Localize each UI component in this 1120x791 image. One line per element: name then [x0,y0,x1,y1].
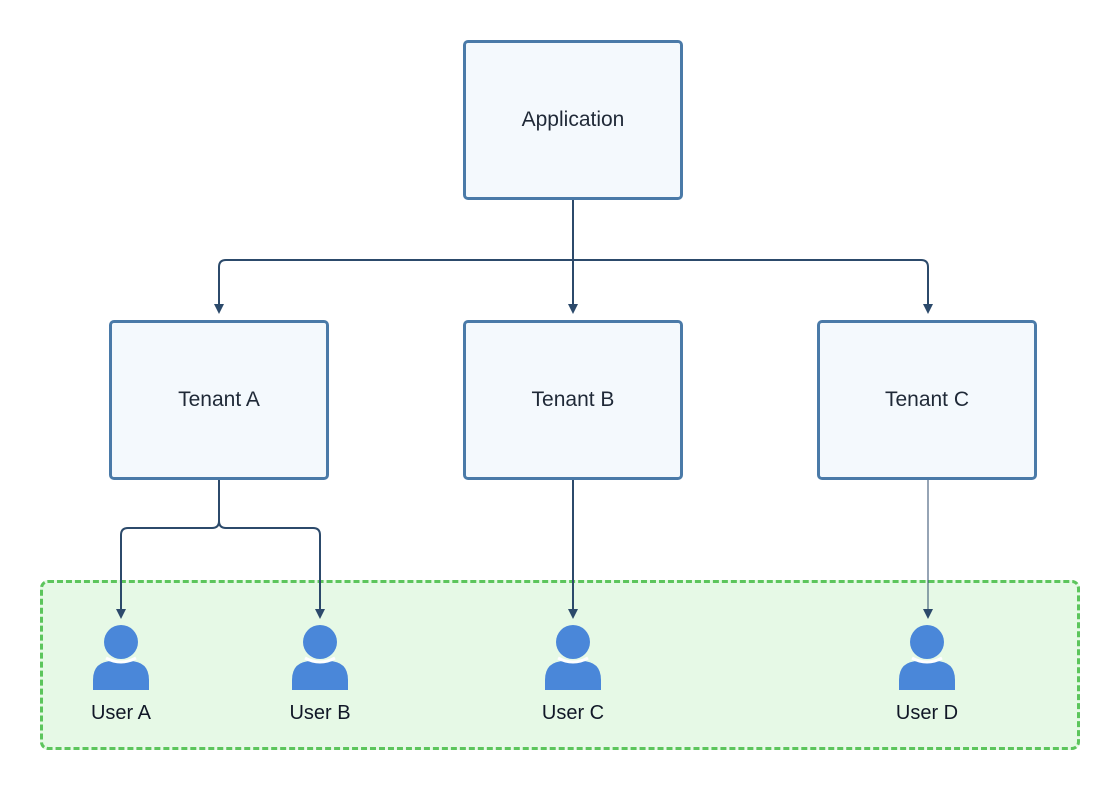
tenant-a-node: Tenant A [109,320,329,480]
application-label: Application [521,108,625,131]
user-icon [545,625,601,690]
user-d: User D [867,624,987,725]
connector-app-to-tenant-a [214,200,574,314]
tenant-a-label: Tenant A [178,388,260,411]
connector-tenant-a-to-user-b [218,480,325,619]
user-icon [899,625,955,690]
tenant-c-label: Tenant C [884,388,970,411]
application-node: Application [463,40,683,200]
user-c: User C [513,624,633,725]
user-icon [292,625,348,690]
user-a: User A [61,624,181,725]
connector-app-to-tenant-c [572,200,933,314]
user-c-label: User C [541,702,605,724]
user-a-label: User A [90,702,152,724]
connector-tenant-a-to-user-a [116,480,220,619]
user-icon [93,625,149,690]
tenant-c-node: Tenant C [817,320,1037,480]
user-d-label: User D [895,702,959,724]
tenant-b-label: Tenant B [531,388,615,411]
tenant-b-node: Tenant B [463,320,683,480]
user-b: User B [260,624,380,725]
user-b-label: User B [289,702,351,724]
